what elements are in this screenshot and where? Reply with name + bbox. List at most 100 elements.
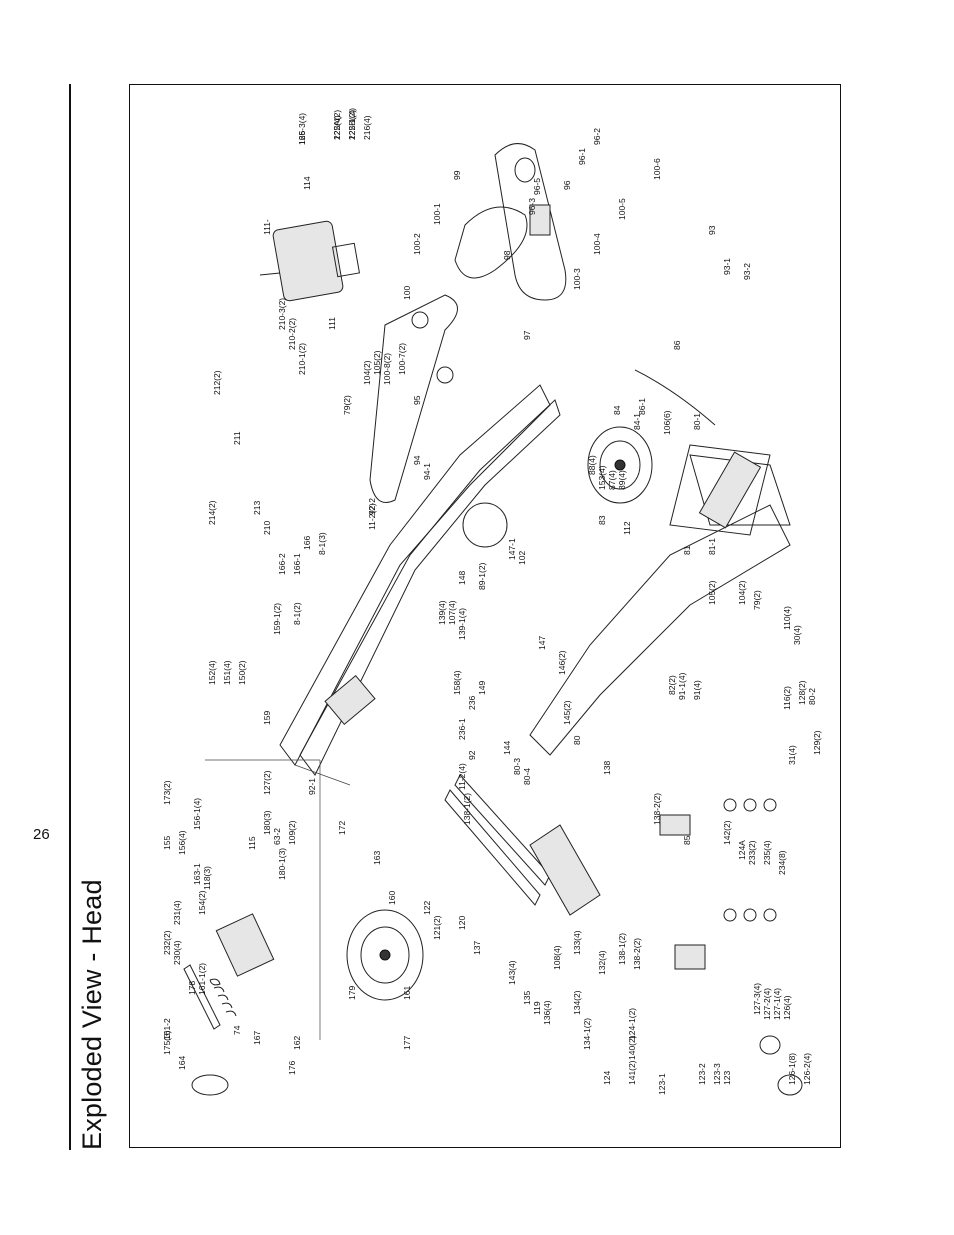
callout-label: 30(4) xyxy=(792,625,802,645)
callout-label: 97 xyxy=(522,330,532,340)
callout-label: 136(4) xyxy=(542,1000,552,1025)
callout-label: 106(6) xyxy=(662,410,672,435)
callout-label: 166-1 xyxy=(292,553,302,575)
callout-label: 120 xyxy=(457,916,467,930)
callout-label: 94 xyxy=(412,455,422,465)
callout-label: 149 xyxy=(477,681,487,695)
callout-label: 100-2 xyxy=(412,233,422,255)
callout-label: 236-1 xyxy=(457,718,467,740)
callout-label: 138-1(2) xyxy=(462,793,472,825)
callout-label: 155 xyxy=(162,836,172,850)
callout-label: 112 xyxy=(622,521,632,535)
callout-label: 123-1 xyxy=(657,1073,667,1095)
callout-label: 175(3) xyxy=(162,1030,172,1055)
callout-label: 11-2(4) xyxy=(457,763,467,790)
callout-label: 138-2(2) xyxy=(632,938,642,970)
callout-label: 127-1(4) xyxy=(772,988,782,1020)
callout-label: 143(4) xyxy=(507,960,517,985)
callout-label: 108(4) xyxy=(552,945,562,970)
guide-rack xyxy=(444,774,601,916)
callout-label: 210 xyxy=(262,521,272,535)
callout-label: 177 xyxy=(402,1036,412,1050)
callout-label: 125A(2) xyxy=(332,110,342,140)
pulley-cover-96 xyxy=(494,143,567,301)
callout-label: 167 xyxy=(252,1031,262,1045)
callout-label: 129(2) xyxy=(812,730,822,755)
callout-label: 124 xyxy=(602,1071,612,1085)
callout-label: 139(4) xyxy=(437,600,447,625)
callout-label: 92-1 xyxy=(307,778,317,795)
callout-label: 127-3(4) xyxy=(752,983,762,1015)
plate-100 xyxy=(369,294,458,503)
callout-label: 142(2) xyxy=(722,820,732,845)
callout-label: 235(4) xyxy=(762,840,772,865)
callout-label: 96-5 xyxy=(532,178,542,195)
callout-label: 162 xyxy=(292,1036,302,1050)
callout-label: 137 xyxy=(472,941,482,955)
callout-label: 100-6 xyxy=(652,158,662,180)
callout-label: 93-2 xyxy=(742,263,752,280)
callout-label: 100-5 xyxy=(617,198,627,220)
callout-label: 126-1(8) xyxy=(787,1053,797,1085)
callout-label: 8-1(3) xyxy=(317,532,327,555)
callout-label: 92 xyxy=(467,750,477,760)
callout-label: 125B(2) xyxy=(347,110,357,140)
callout-label: 236 xyxy=(467,696,477,710)
callout-label: 132(4) xyxy=(597,950,607,975)
callout-label: 146(2) xyxy=(557,650,567,675)
callout-label: 96-2 xyxy=(592,128,602,145)
callout-label: 79(2) xyxy=(342,395,352,415)
callout-label: 116(2) xyxy=(782,686,792,710)
callout-label: 86-1 xyxy=(637,398,647,415)
callout-label: 95 xyxy=(412,395,422,405)
callout-label: 81 xyxy=(682,545,692,555)
callout-label: 118(3) xyxy=(202,866,212,890)
callout-label: 123-2 xyxy=(697,1063,707,1085)
callout-label: 93 xyxy=(707,225,717,235)
callout-label: 222(4) xyxy=(332,115,342,140)
callout-label: 100-8(2) xyxy=(382,353,392,385)
callout-label: 145(2) xyxy=(562,700,572,725)
callout-label: 138 xyxy=(602,761,612,775)
callout-label: 165 xyxy=(297,131,307,145)
spring-assembly xyxy=(183,759,321,1096)
callout-label: 100-1 xyxy=(432,203,442,225)
callout-label: 80 xyxy=(572,735,582,745)
callout-label: 161-1(2) xyxy=(197,963,207,995)
callout-label: 85 xyxy=(682,835,692,845)
callout-label: 222-1(4) xyxy=(347,108,357,140)
callout-label: 154(2) xyxy=(197,890,207,915)
callout-label: 110(4) xyxy=(782,606,792,630)
callout-label: 111 xyxy=(327,317,337,330)
callout-label: 98 xyxy=(502,250,512,260)
callout-label: 151(4) xyxy=(222,660,232,685)
callout-label: 138-2(2) xyxy=(652,793,662,825)
callout-label: 159-1(2) xyxy=(272,603,282,635)
callout-label: 80-2 xyxy=(807,688,817,705)
callout-label: 91-1(4) xyxy=(677,672,687,700)
callout-label: 115 xyxy=(247,836,257,850)
callout-label: 166-2 xyxy=(277,553,287,575)
callout-label: 82(2) xyxy=(667,675,677,695)
callout-label: 84-1 xyxy=(632,413,642,430)
callout-label: 152(4) xyxy=(207,660,217,685)
callout-label: 126-2(4) xyxy=(802,1053,812,1085)
callout-label: 134-1(2) xyxy=(582,1018,592,1050)
sheet-80 xyxy=(669,444,771,536)
callout-label: 213 xyxy=(252,501,262,515)
callout-label: 86 xyxy=(672,340,682,350)
callout-label: 100-7(2) xyxy=(397,343,407,375)
callout-label: 156-1(4) xyxy=(192,798,202,830)
callout-label: 87(4) xyxy=(607,470,617,490)
callout-label: 96-1 xyxy=(577,148,587,165)
callout-label: 99 xyxy=(452,170,462,180)
callout-label: 135 xyxy=(522,991,532,1005)
callout-label: 104(2) xyxy=(362,360,372,385)
callout-label: 8-1(2) xyxy=(292,602,302,625)
callout-label: 104(2) xyxy=(737,580,747,605)
blade-guides xyxy=(659,798,803,1096)
callout-label: 89-1(2) xyxy=(477,562,487,590)
callout-label: 180(3) xyxy=(262,810,272,835)
